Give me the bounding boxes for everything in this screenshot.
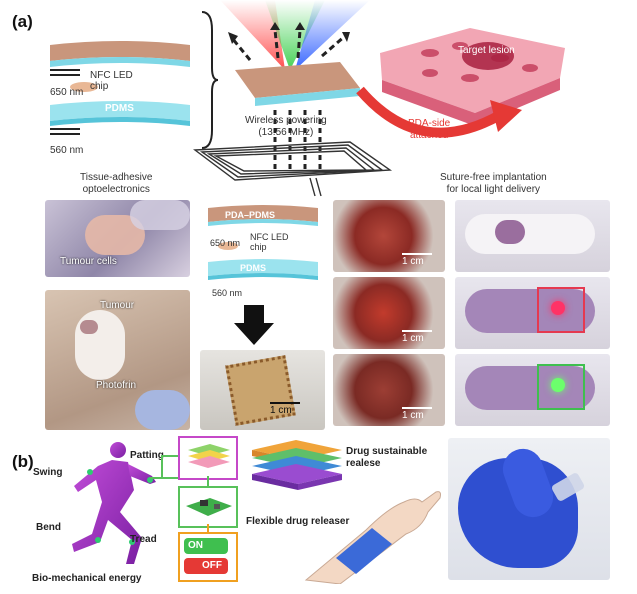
off-switch: OFF bbox=[184, 558, 228, 574]
device-layers-schematic bbox=[208, 205, 318, 280]
panel-a-label: (a) bbox=[12, 12, 33, 31]
scale-bar-surgery-3: 1 cm bbox=[402, 407, 432, 421]
scale-bar-device: 1 cm bbox=[270, 402, 300, 416]
runner-figure bbox=[72, 442, 156, 564]
nfc-chip-label: NFC LED chip bbox=[90, 70, 133, 92]
photo-mouse-2 bbox=[455, 277, 610, 349]
target-lesion-tissue bbox=[380, 28, 565, 126]
wireless-powering-label: Wireless powering (13.56 MHz) bbox=[245, 115, 327, 138]
wireless-device-diagram bbox=[193, 0, 393, 197]
drug-sustainable-label: Drug sustainable realese bbox=[346, 446, 428, 469]
wavelength-650-label: 650 nm bbox=[50, 87, 84, 98]
attach-arrow bbox=[356, 86, 522, 138]
bend-label: Bend bbox=[36, 522, 61, 533]
middle-nfc-label: NFC LED chip bbox=[250, 232, 289, 252]
photo-device-tweezers bbox=[200, 350, 325, 430]
photo-gloved-hand bbox=[448, 438, 610, 580]
middle-layer-bottom-label: PDMS bbox=[240, 263, 267, 273]
middle-wl-650-label: 650 nm bbox=[210, 238, 241, 248]
drug-release-layers bbox=[252, 440, 342, 490]
scale-bar-surgery-2: 1 cm bbox=[402, 330, 432, 344]
middle-wl-560-label: 560 nm bbox=[212, 288, 243, 298]
layer-bottom-label: PDMS bbox=[105, 103, 134, 114]
caption-suture-free: Suture-free implantation for local light… bbox=[440, 172, 547, 195]
pda-side-attached-label: PDA-side attached bbox=[408, 118, 451, 141]
patting-label: Patting bbox=[130, 450, 164, 461]
layer-stack-schematic bbox=[50, 41, 190, 135]
photo-mouse-injection bbox=[45, 290, 190, 430]
photo-tumour-cells bbox=[45, 200, 190, 277]
on-switch: ON bbox=[184, 538, 228, 554]
down-arrow-icon bbox=[234, 305, 274, 345]
panel-b-label: (b) bbox=[12, 452, 34, 471]
target-lesion-label: Target lesion bbox=[458, 45, 515, 56]
box-links bbox=[207, 476, 209, 532]
tread-label: Tread bbox=[130, 534, 157, 545]
photofrin-label: Photofrin bbox=[96, 380, 137, 391]
connector-lines bbox=[150, 455, 180, 479]
swing-label: Swing bbox=[33, 467, 63, 478]
layer-box bbox=[178, 436, 238, 480]
photo-mouse-3 bbox=[455, 354, 610, 426]
wavelength-560-label: 560 nm bbox=[50, 145, 84, 156]
photo-mouse-1 bbox=[455, 200, 610, 272]
middle-layer-top-label: PDA–PDMS bbox=[225, 210, 276, 220]
photo-surgery-2 bbox=[333, 277, 445, 349]
circuit-box bbox=[178, 486, 238, 528]
brace-shape bbox=[201, 11, 219, 149]
tumour-label: Tumour bbox=[100, 300, 135, 311]
scale-bar-surgery-1: 1 cm bbox=[402, 253, 432, 267]
layer-top-label: PDA–PDMS bbox=[88, 33, 144, 44]
arm-with-patch bbox=[304, 491, 441, 584]
bio-mechanical-energy-label: Bio-mechanical energy bbox=[32, 573, 142, 584]
photo-surgery-1 bbox=[333, 200, 445, 272]
caption-tissue-adhesive: Tissue-adhesive optoelectronics bbox=[80, 172, 153, 195]
tumour-cells-label: Tumour cells bbox=[60, 256, 117, 267]
flexible-drug-releaser-label: Flexible drug releaser bbox=[246, 516, 350, 527]
photo-surgery-3 bbox=[333, 354, 445, 426]
